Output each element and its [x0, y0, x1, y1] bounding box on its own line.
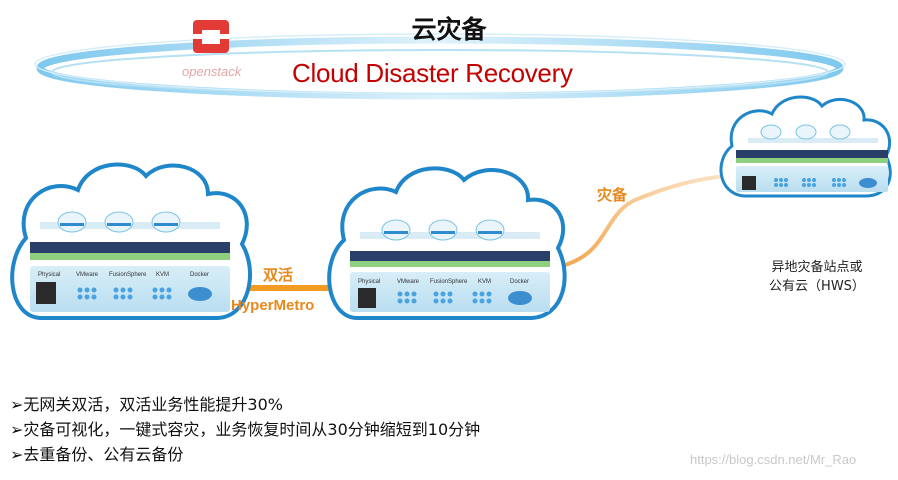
dr-link-curve [550, 174, 730, 270]
platform-label: Physical [38, 272, 60, 278]
platform-label: FusionSphere [430, 279, 468, 285]
active-active-label: 双活 [263, 266, 294, 284]
remote-site-line2: 公有云（HWS） [769, 279, 865, 294]
cloud-site-1: Physical VMware FusionSphere KVM Docker [10, 162, 252, 320]
list-item: ➢灾备可视化，一键式容灾，业务恢复时间从30分钟缩短到10分钟 [10, 420, 481, 439]
hypermetro-label: HyperMetro [231, 297, 315, 314]
cloud-site-2: Physical VMware FusionSphere KVM Docker [327, 166, 567, 320]
dr-label: 灾备 [597, 186, 628, 204]
platform-label: FusionSphere [109, 272, 147, 278]
remote-site-label: 异地灾备站点或 公有云（HWS） [752, 258, 882, 296]
page-title: 云灾备 [411, 15, 487, 44]
hypermetro-link [226, 285, 336, 291]
platform-label: VMware [76, 272, 99, 278]
openstack-logo-text: openstack [182, 64, 242, 79]
platform-label: Docker [190, 272, 209, 278]
openstack-logo-icon [193, 20, 229, 53]
platform-label: Docker [510, 279, 529, 285]
watermark: https://blog.csdn.net/Mr_Rao [690, 452, 857, 467]
platform-label: KVM [478, 279, 491, 285]
platform-label: VMware [397, 279, 420, 285]
feature-list: ➢无网关双活，双活业务性能提升30% ➢灾备可视化，一键式容灾，业务恢复时间从3… [10, 392, 480, 467]
list-item: ➢去重备份、公有云备份 [10, 445, 184, 464]
remote-site-line1: 异地灾备站点或 [771, 260, 863, 275]
platform-label: KVM [156, 272, 169, 278]
platform-label: Physical [358, 279, 380, 285]
cloud-site-remote [719, 95, 892, 198]
header-swoosh [34, 33, 846, 100]
list-item: ➢无网关双活，双活业务性能提升30% [10, 395, 283, 414]
page-subtitle: Cloud Disaster Recovery [292, 58, 573, 88]
